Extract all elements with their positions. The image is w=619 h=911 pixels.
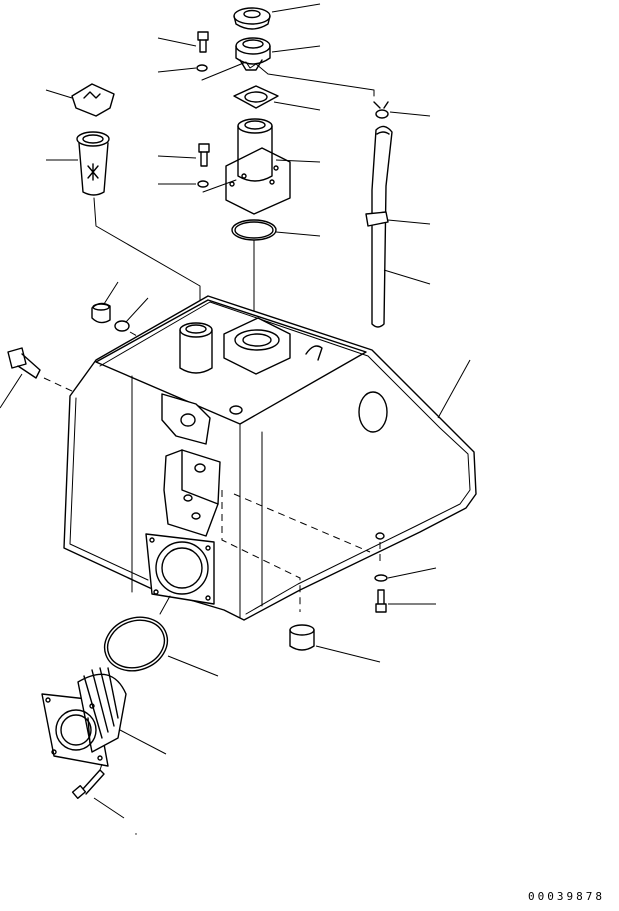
filler-neck	[226, 119, 290, 214]
drain-plug	[290, 625, 314, 650]
o-ring-bottom	[97, 609, 175, 680]
bolt-mid	[199, 144, 209, 166]
hose-clamp-top	[374, 102, 388, 118]
strainer-clip	[72, 84, 114, 116]
plug-top	[92, 303, 110, 322]
leader-lines	[0, 4, 470, 835]
strainer-link-line	[94, 198, 200, 318]
drawing-number: 00039878	[528, 890, 605, 903]
bolt-left	[8, 348, 40, 378]
washer-right	[375, 575, 387, 581]
bolt-right	[376, 590, 386, 612]
hose	[372, 126, 392, 327]
washer-mid	[198, 181, 208, 187]
bolt-bottom-centerline	[100, 764, 102, 770]
filler-link-line	[203, 180, 236, 192]
bolt-top	[198, 32, 208, 52]
o-ring-plug	[115, 321, 129, 331]
strainer	[77, 132, 109, 195]
hose-clamp-mid	[366, 212, 388, 226]
flange-link-line	[160, 596, 170, 614]
o-ring-top	[232, 220, 276, 240]
gasket-plate	[234, 86, 278, 108]
washer-top	[197, 65, 207, 71]
bolt-bottom	[73, 770, 104, 798]
tank	[64, 296, 476, 620]
fuel-cap	[234, 8, 270, 29]
vent-line	[202, 62, 374, 96]
cap-mount	[236, 38, 270, 70]
suction-strainer	[42, 668, 126, 766]
